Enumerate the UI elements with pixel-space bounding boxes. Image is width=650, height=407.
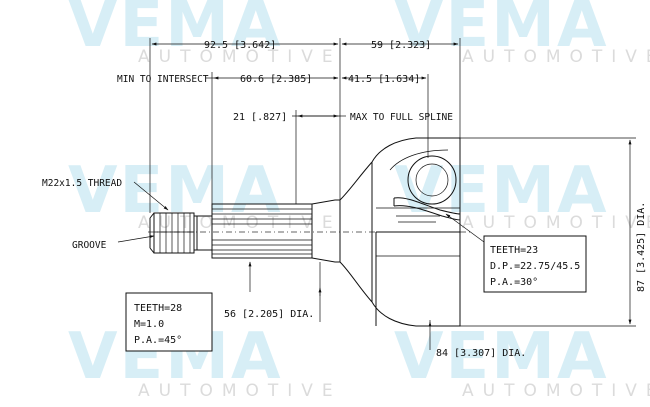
spec-box-inner-spline: TEETH=23 D.P.=22.75/45.5 P.A.=30°: [483, 235, 587, 293]
dimension-lines: [117, 38, 636, 350]
spec-diametral-pitch: D.P.=22.75/45.5: [490, 261, 580, 272]
inner-race: [393, 155, 461, 223]
watermark-brand: VEMA: [68, 154, 282, 228]
watermark-sub: AUTOMOTIVE: [462, 381, 650, 401]
bell-housing: [371, 137, 461, 327]
dim-shaft-diameter: 56 [2.205] DIA.: [224, 309, 314, 320]
dim-shaft-length: 60.6 [2.385]: [240, 74, 312, 85]
bell-neck: [311, 161, 373, 303]
watermark-sub: AUTOMOTIVE: [138, 381, 342, 401]
watermark-brand: VEMA: [394, 0, 608, 62]
spec-box-outer-spline: TEETH=28 M=1.0 P.A.=45°: [125, 292, 213, 352]
spec-teeth: TEETH=28: [134, 303, 182, 314]
cv-joint-part: [148, 137, 470, 327]
spec-teeth: TEETH=23: [490, 245, 538, 256]
watermark-sub: AUTOMOTIVE: [462, 213, 650, 233]
label-max-to-full-spline: MAX TO FULL SPLINE: [350, 112, 453, 123]
splined-shaft: [211, 203, 313, 259]
dim-bell-diameter: 84 [3.307] DIA.: [436, 348, 526, 359]
dim-intersect-length: 41.5 [1.634]: [348, 74, 420, 85]
thread-stub: [149, 212, 195, 254]
spec-module: M=1.0: [134, 319, 164, 330]
label-thread: M22x1.5 THREAD: [42, 178, 122, 189]
spec-pressure-angle: P.A.=45°: [134, 335, 182, 346]
dim-spline-length: 21 [.827]: [233, 112, 287, 123]
watermark-brand: VEMA: [68, 0, 282, 62]
spec-pressure-angle: P.A.=30°: [490, 277, 538, 288]
dim-bell-length: 59 [2.323]: [371, 40, 431, 51]
watermark-sub: AUTOMOTIVE: [138, 47, 342, 67]
watermark-sub: AUTOMOTIVE: [462, 47, 650, 67]
dim-overall-length: 92.5 [3.642]: [204, 40, 276, 51]
watermark-sub: AUTOMOTIVE: [138, 213, 342, 233]
watermark: VEMA VEMA AUTOMOTIVE AUTOMOTIVE VEMA VEM…: [68, 0, 650, 401]
dim-outer-diameter: 87 [3.425] DIA.: [636, 202, 647, 292]
watermark-brand: VEMA: [394, 320, 608, 394]
label-min-to-intersect: MIN TO INTERSECT: [117, 74, 209, 85]
label-groove: GROOVE: [72, 240, 107, 251]
